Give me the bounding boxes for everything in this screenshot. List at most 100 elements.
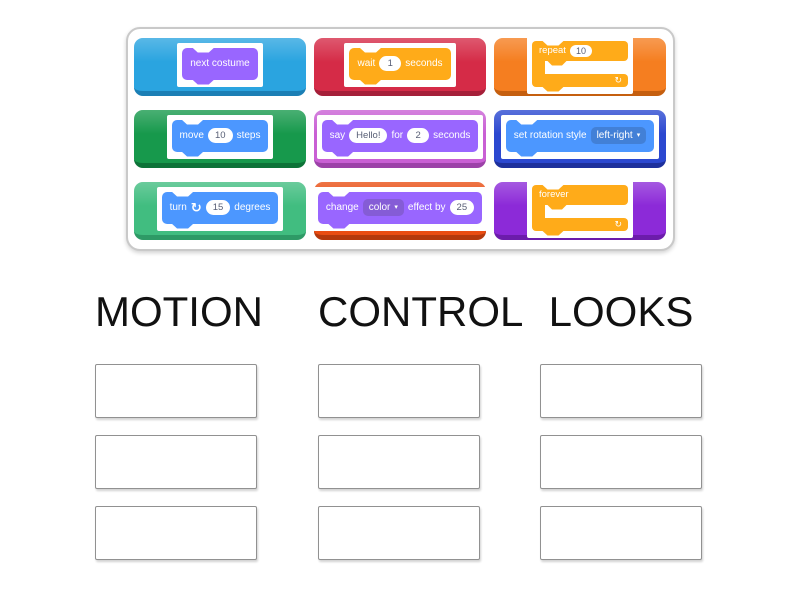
value-oval: 15 <box>205 200 231 215</box>
bottom-bump <box>192 79 215 85</box>
value-oval: Hello! <box>349 128 388 143</box>
c-block-bottom: ↻ <box>532 217 628 236</box>
bottom-bump <box>181 151 204 157</box>
block-label: steps <box>236 130 261 141</box>
mouth-bump <box>547 204 567 210</box>
drop-slot-control-3[interactable] <box>318 506 480 560</box>
drop-slot-control-2[interactable] <box>318 435 480 489</box>
top-notch <box>331 119 354 125</box>
group-control: CONTROL <box>318 288 524 577</box>
scratch-stack-block: next costume <box>182 47 258 85</box>
block-label: for <box>391 130 404 141</box>
block-label: forever <box>539 189 569 200</box>
block-label: effect by <box>407 202 446 213</box>
c-block-arm <box>532 204 545 218</box>
block-label: repeat <box>539 45 566 56</box>
bottom-bump <box>542 86 564 92</box>
block-label: set rotation style <box>513 130 587 141</box>
loop-arrow-icon: ↻ <box>614 218 622 229</box>
block-label: say <box>329 130 346 141</box>
c-block-top: forever <box>532 184 628 205</box>
drop-slot-looks-1[interactable] <box>540 364 702 418</box>
c-block-bottom: ↻ <box>532 73 628 92</box>
bottom-bump <box>542 230 564 236</box>
top-notch <box>181 119 204 125</box>
top-notch <box>192 47 215 53</box>
value-oval: 2 <box>407 128 430 143</box>
top-notch <box>359 47 382 53</box>
group-title-looks: LOOKS <box>548 288 694 335</box>
bottom-bump <box>359 79 382 85</box>
turn-clockwise-icon: ↻ <box>190 200 202 215</box>
dropdown-label: left-right <box>596 130 633 141</box>
tile-next-costume[interactable]: next costume <box>134 38 306 96</box>
c-block-mouth <box>532 204 628 218</box>
bottom-bump <box>171 223 194 229</box>
scratch-block-image-next-costume: next costume <box>177 42 263 87</box>
top-notch <box>515 119 538 125</box>
bottom-bump <box>331 151 354 157</box>
top-notch <box>542 40 564 46</box>
dropdown-label: color <box>368 202 391 213</box>
drop-slot-control-1[interactable] <box>318 364 480 418</box>
dropdown-field: left-right▾ <box>590 127 647 144</box>
mouth-bump <box>547 60 567 66</box>
top-notch <box>171 191 194 197</box>
group-looks: LOOKS <box>540 288 702 577</box>
block-label: next costume <box>190 58 250 69</box>
drop-slot-looks-2[interactable] <box>540 435 702 489</box>
group-title-motion: MOTION <box>95 288 263 335</box>
value-oval: 25 <box>449 200 475 215</box>
block-label: seconds <box>405 58 443 69</box>
c-block-mouth <box>532 60 628 74</box>
drop-slot-motion-1[interactable] <box>95 364 257 418</box>
block-label: wait <box>357 58 376 69</box>
dropdown-field: color▾ <box>362 199 404 216</box>
bottom-bump <box>327 223 350 229</box>
drop-slot-motion-2[interactable] <box>95 435 257 489</box>
block-label: seconds <box>433 130 471 141</box>
scratch-block-image-forever: forever ↻ <box>527 179 633 238</box>
block-label: change <box>325 202 359 213</box>
drop-slot-looks-3[interactable] <box>540 506 702 560</box>
top-notch <box>327 191 350 197</box>
c-block-arm <box>532 60 545 74</box>
drop-slot-motion-3[interactable] <box>95 506 257 560</box>
group-title-control: CONTROL <box>318 288 524 335</box>
top-notch <box>542 184 564 190</box>
value-oval: 10 <box>569 44 592 57</box>
scratch-c-block: forever ↻ <box>532 184 628 236</box>
value-oval: 1 <box>379 56 402 71</box>
block-label: degrees <box>234 202 271 213</box>
chevron-down-icon: ▾ <box>636 132 641 139</box>
value-oval: 10 <box>207 128 233 143</box>
group-motion: MOTION <box>95 288 263 577</box>
loop-arrow-icon: ↻ <box>614 74 622 85</box>
bottom-bump <box>515 151 538 157</box>
block-label: move <box>179 130 204 141</box>
tile-forever[interactable]: forever ↻ <box>494 179 666 240</box>
